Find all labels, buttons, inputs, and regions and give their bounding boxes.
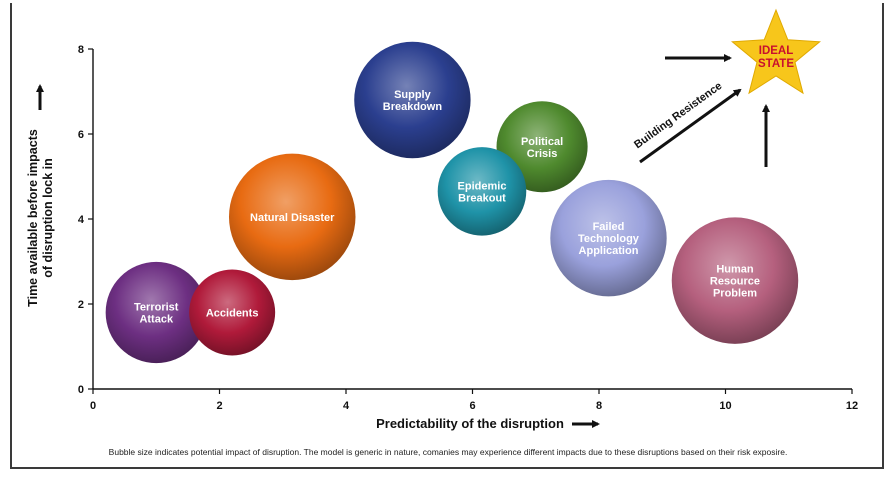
bubble-label: Supply xyxy=(394,89,432,101)
x-tick-label: 4 xyxy=(343,400,350,412)
bubble-label: Terrorist xyxy=(134,302,179,314)
bubble xyxy=(105,261,207,364)
axes: 0 2 4 6 8 10 12 0 2 4 6 8 xyxy=(36,44,858,428)
bubble-label: Crisis xyxy=(527,148,558,160)
x-tick-label: 12 xyxy=(846,400,858,412)
bubble-label: Attack xyxy=(139,314,174,326)
x-tick-label: 0 xyxy=(90,400,96,412)
building-resistance-label: Building Resistence xyxy=(632,80,724,151)
bubble-label: Resource xyxy=(710,276,760,288)
bubble-label: Problem xyxy=(713,288,757,300)
bubble-label: Failed xyxy=(593,221,625,233)
y-tick-label: 8 xyxy=(78,44,84,56)
bubble xyxy=(354,41,471,159)
ideal-state-star-icon xyxy=(731,8,821,95)
y-axis-label-line2: of disruption lock in xyxy=(41,158,55,277)
bubble-label: Breakout xyxy=(458,192,506,204)
footnote: Bubble size indicates potential impact o… xyxy=(108,447,788,457)
ideal-state-label: IDEAL xyxy=(759,45,794,57)
bubble-label: Breakdown xyxy=(383,101,443,113)
chart-frame xyxy=(10,3,884,469)
x-tick-label: 6 xyxy=(469,400,475,412)
x-axis-label: Predictability of the disruption xyxy=(376,416,564,431)
bubble xyxy=(228,153,356,281)
bubble-label: Technology xyxy=(578,233,640,245)
bubble xyxy=(550,179,667,297)
bubble xyxy=(437,147,527,236)
bubble-label: Accidents xyxy=(206,308,259,320)
building-resistance-arrow xyxy=(639,88,742,164)
x-tick-label: 10 xyxy=(719,400,731,412)
ideal-state-label: STATE xyxy=(758,58,794,70)
y-tick-label: 4 xyxy=(78,214,85,226)
y-axis-label-line1: Time available before impacts xyxy=(26,129,40,307)
bubble-label: Human xyxy=(716,264,754,276)
y-axis-label: Time available before impacts of disrupt… xyxy=(26,129,55,307)
bubble xyxy=(189,269,276,356)
y-tick-label: 6 xyxy=(78,129,84,141)
bubble-label: Natural Disaster xyxy=(250,212,335,224)
bubble-label: Application xyxy=(579,245,639,257)
x-tick-label: 2 xyxy=(216,400,222,412)
x-tick-label: 8 xyxy=(596,400,602,412)
bubble xyxy=(671,217,799,344)
bubble-label: Epidemic xyxy=(458,180,507,192)
y-tick-label: 2 xyxy=(78,299,84,311)
bubble-label: Political xyxy=(521,136,563,148)
y-tick-label: 0 xyxy=(78,384,84,396)
